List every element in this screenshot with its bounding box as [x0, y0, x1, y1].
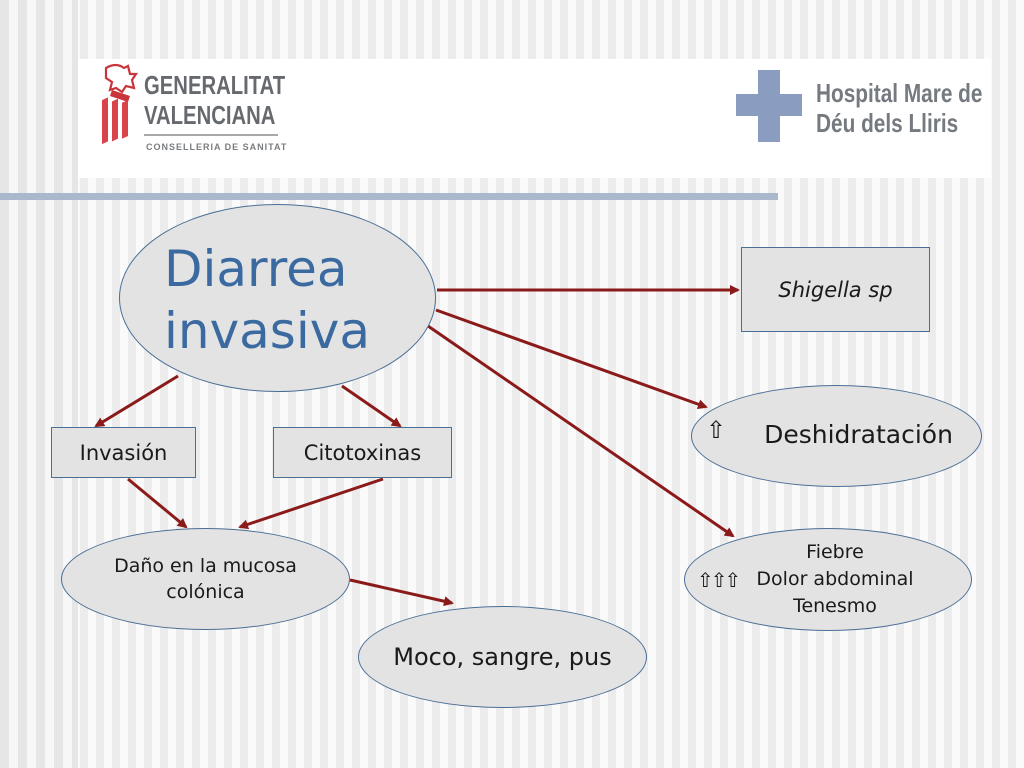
- gva-logo-line3: CONSELLERIA DE SANITAT: [146, 142, 288, 152]
- node-fiebre-label: Fiebre Dolor abdominal Tenesmo: [756, 541, 914, 617]
- up-arrow-icon: ⇧: [706, 416, 727, 444]
- arrow-main-to-fiebre: [427, 324, 735, 538]
- node-moco-sangre-pus: Moco, sangre, pus: [358, 606, 647, 708]
- arrow-main-to-invasion: [94, 374, 179, 428]
- gva-logo-divider: [144, 134, 278, 136]
- triple-up-arrow-icon: ⇧⇧⇧: [697, 568, 741, 592]
- hospital-logo-line2: Déu dels Lliris: [816, 108, 959, 138]
- node-invasion: Invasión: [51, 427, 196, 478]
- node-citotoxinas-label: Citotoxinas: [303, 440, 422, 465]
- gva-emblem-icon: [102, 63, 139, 145]
- background-stripes: [0, 0, 78, 768]
- node-invasion-label: Invasión: [79, 440, 168, 465]
- arrow-main-to-citotoxinas: [341, 384, 402, 428]
- node-diarrea-invasiva: Diarrea invasiva: [119, 204, 436, 392]
- header-banner: [78, 59, 991, 178]
- node-fiebre-dolor-tenesmo: ⇧⇧⇧ Fiebre Dolor abdominal Tenesmo: [684, 528, 972, 631]
- gva-logo-line2: VALENCIANA: [144, 100, 276, 130]
- arrow-invasion-to-dano: [127, 477, 188, 529]
- node-diarrea-invasiva-label: Diarrea invasiva: [164, 240, 370, 360]
- node-shigella-label: Shigella sp: [778, 277, 893, 302]
- node-deshidratacion: ⇧ Deshidratación: [691, 385, 982, 487]
- arrow-dano-to-moco: [349, 578, 454, 607]
- node-dano-mucosa-label: Daño en la mucosa colónica: [114, 555, 297, 603]
- header-rule: [0, 193, 778, 200]
- gva-logo-line1: GENERALITAT: [144, 70, 286, 100]
- node-dano-mucosa: Daño en la mucosa colónica: [61, 528, 350, 630]
- node-moco-sangre-pus-label: Moco, sangre, pus: [393, 643, 612, 671]
- medical-cross-icon: [736, 70, 802, 142]
- arrow-main-to-deshidratacion: [435, 308, 708, 410]
- hospital-logo-line1: Hospital Mare de: [816, 78, 983, 108]
- generalitat-valenciana-logo: GENERALITAT VALENCIANA CONSELLERIA DE SA…: [98, 62, 288, 162]
- node-citotoxinas: Citotoxinas: [273, 427, 452, 478]
- arrow-citotoxinas-to-dano: [238, 477, 384, 530]
- node-deshidratacion-label: Deshidratación: [764, 419, 953, 449]
- hospital-logo: Hospital Mare de Déu dels Lliris: [736, 70, 982, 146]
- node-shigella: Shigella sp: [741, 247, 930, 332]
